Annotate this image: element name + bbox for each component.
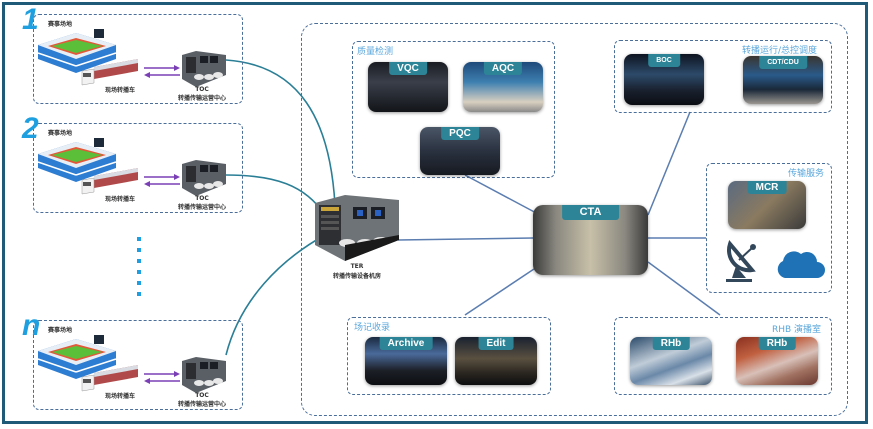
group-quality-title: 质量检测 [357,47,394,57]
group-operations [614,40,832,113]
link-ter-cta [397,237,534,241]
ob-van-label: 现场转播车 [104,196,135,203]
server-room-icon [315,195,399,261]
tag-rhb-1: RHb [652,337,690,350]
link-venue1-ter [225,59,336,206]
link-cta-quality [464,174,541,216]
tag-aqc: AQC [483,62,523,75]
ter-name: 转播传输设备机房 [332,273,381,280]
link-cta-ops [647,111,691,216]
toc-code: TOC [195,392,209,399]
venue-block [33,14,243,104]
photo-edit: Edit [455,337,537,385]
toc-room-icon [182,51,226,87]
venue-label: 赛事场地 [48,130,73,137]
center-container [301,23,848,416]
link-cta-recording [464,264,541,316]
toc-name: 转播传输运营中心 [177,204,226,211]
photo-rhb-1: RHb [630,337,712,385]
satellite-dish-icon [726,239,756,282]
photo-archive: Archive [365,337,447,385]
photo-aqc: AQC [463,62,543,112]
photo-mcr: MCR [728,181,806,229]
tag-cta: CTA [561,205,620,220]
toc-code: TOC [195,86,209,93]
bidirectional-arrows [144,65,180,78]
tag-rhb-2: RHb [758,337,796,350]
group-transmission [706,163,832,293]
photo-pqc: PQC [420,127,500,175]
ob-van-label: 现场转播车 [104,87,135,94]
tag-pqc: PQC [441,127,479,140]
ellipsis-dots [137,237,141,296]
toc-name: 转播传输运营中心 [177,401,226,408]
group-operations-title: 转播运行/总控调度 [742,46,818,56]
photo-rhb-2: RHb [736,337,818,385]
toc-room-icon [182,160,226,196]
link-cta-studio [647,261,721,316]
stadium-icon [37,335,117,379]
venue-block [33,320,243,410]
tag-cdt-cdu: CDT/CDU [759,56,807,69]
toc-code: TOC [195,195,209,202]
venue-number: 1 [22,3,39,36]
bidirectional-arrows [144,371,180,384]
group-recording-title: 场记收录 [354,323,391,333]
cloud-icon [777,251,825,278]
tag-mcr: MCR [747,181,787,194]
photo-vqc: VQC [368,62,448,112]
link-venuen-ter [225,234,326,356]
tag-boc: BOC [648,54,680,67]
venue-block [33,123,243,213]
tag-edit: Edit [478,337,514,350]
ob-van-label: 现场转播车 [104,393,135,400]
venue-label: 赛事场地 [48,21,73,28]
photo-cta: CTA [533,205,648,275]
stadium-icon [37,29,117,73]
group-quality [352,41,555,178]
tag-archive: Archive [379,337,433,350]
toc-room-icon [182,357,226,393]
ter-code: TER [350,263,364,270]
photo-boc: BOC [624,54,704,105]
group-transmission-title: 传输服务 [788,169,825,179]
ob-van-icon [81,365,138,392]
ob-van-icon [81,168,138,195]
ter-node [315,195,399,261]
bidirectional-arrows [144,174,180,187]
group-studio-title: RHB 演播室 [772,325,822,335]
venue-number: n [22,309,41,342]
photo-cdt-cdu: CDT/CDU [743,56,823,104]
stadium-icon [37,138,117,182]
toc-name: 转播传输运营中心 [177,95,226,102]
tag-vqc: VQC [389,62,427,75]
group-studio [614,317,832,395]
venue-number: 2 [22,112,39,145]
group-recording [347,317,551,395]
ob-van-icon [81,59,138,86]
venue-label: 赛事场地 [48,327,73,334]
